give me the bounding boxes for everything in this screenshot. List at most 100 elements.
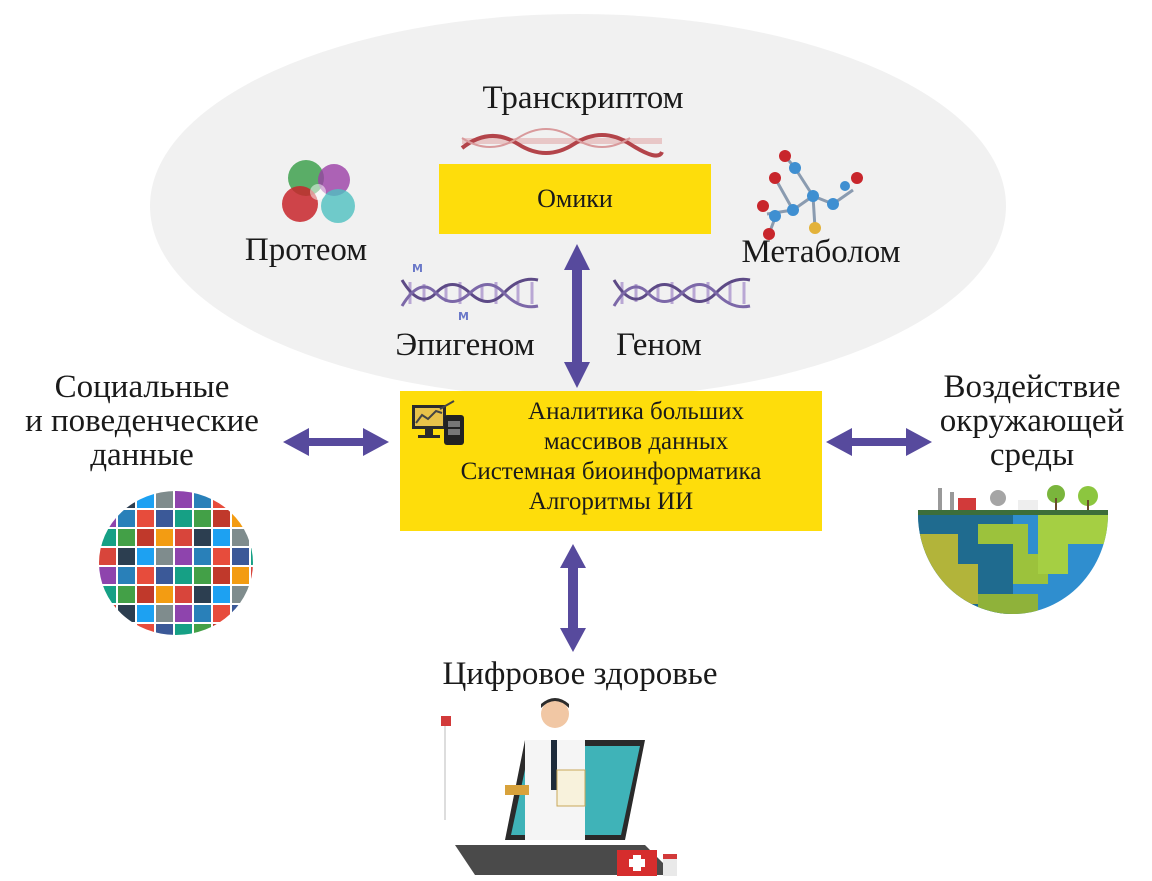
central-line-3: Системная биоинформатика	[460, 458, 762, 485]
social-app-tile	[156, 548, 173, 565]
social-app-tile	[232, 529, 249, 546]
social-app-tile	[232, 624, 249, 635]
social-app-tile	[175, 491, 192, 508]
social-app-tile	[213, 624, 230, 635]
social-app-tile	[194, 529, 211, 546]
social-app-tile	[213, 491, 230, 508]
social-app-tile	[251, 567, 253, 584]
environment-line-2: окружающей	[939, 403, 1125, 439]
social-app-tile	[194, 548, 211, 565]
social-app-tile	[251, 624, 253, 635]
social-behavioral-label: Социальные и поведенческие данные	[4, 370, 280, 472]
social-app-tile	[99, 586, 116, 603]
social-app-tile	[194, 605, 211, 622]
social-app-tile	[232, 548, 249, 565]
social-app-tile	[194, 491, 211, 508]
social-app-tile	[194, 510, 211, 527]
central-box-text: Аналитика больших массивов данных Систем…	[400, 397, 822, 517]
social-app-tile	[137, 586, 154, 603]
rna-strand-icon	[460, 128, 664, 158]
social-app-tile	[137, 624, 154, 635]
social-app-tile	[118, 605, 135, 622]
social-line-3: данные	[90, 437, 194, 473]
social-line-2: и поведенческие	[25, 403, 259, 439]
social-app-tile	[99, 510, 116, 527]
social-app-tile	[156, 624, 173, 635]
social-app-tile	[99, 624, 116, 635]
arrow-social-central	[283, 428, 389, 456]
protein-structure-icon	[282, 160, 355, 223]
environment-line-1: Воздействие	[943, 369, 1121, 405]
social-app-tile	[251, 605, 253, 622]
social-app-tile	[99, 567, 116, 584]
proteome-label: Протеом	[244, 232, 368, 268]
social-app-tile	[194, 567, 211, 584]
social-app-tile	[175, 567, 192, 584]
central-line-2: массивов данных	[543, 428, 729, 455]
social-app-tile	[175, 624, 192, 635]
social-app-tile	[99, 491, 116, 508]
dna-helix-icon	[612, 277, 751, 309]
social-app-tile	[156, 510, 173, 527]
telemedicine-doctor-icon	[441, 698, 677, 876]
social-app-tile	[156, 605, 173, 622]
social-app-tile	[118, 548, 135, 565]
molecule-icon	[757, 150, 863, 240]
svg-text:M: M	[458, 310, 469, 323]
arrow-central-environment	[826, 428, 932, 456]
social-app-tile	[156, 586, 173, 603]
social-app-tile	[213, 586, 230, 603]
social-app-tile	[118, 624, 135, 635]
social-app-tile	[118, 491, 135, 508]
digital-health-label: Цифровое здоровье	[442, 656, 718, 692]
metabolome-label: Метаболом	[741, 234, 901, 270]
social-app-tile	[99, 529, 116, 546]
social-app-tile	[232, 567, 249, 584]
social-app-tile	[213, 510, 230, 527]
social-app-tile	[175, 586, 192, 603]
social-app-tile	[137, 510, 154, 527]
genome-label: Геном	[616, 327, 702, 363]
omics-box: Омики	[439, 164, 711, 234]
social-app-tile	[175, 510, 192, 527]
environment-earth-icon	[918, 485, 1108, 614]
social-line-1: Социальные	[54, 369, 230, 405]
social-app-tile	[232, 586, 249, 603]
social-app-tile	[137, 529, 154, 546]
social-app-tile	[175, 548, 192, 565]
social-app-tile	[175, 605, 192, 622]
transcriptome-label: Транскриптом	[482, 80, 684, 116]
social-app-tile	[156, 491, 173, 508]
omics-box-label: Омики	[537, 184, 613, 213]
social-app-tile	[213, 605, 230, 622]
social-app-tile	[156, 529, 173, 546]
social-app-tile	[118, 567, 135, 584]
social-media-globe-icon	[99, 491, 253, 635]
arrow-omics-central	[564, 244, 590, 388]
central-line-4: Алгоритмы ИИ	[528, 488, 694, 515]
social-app-tile	[251, 510, 253, 527]
analytics-computer-icon	[412, 400, 464, 445]
social-app-tile	[118, 586, 135, 603]
social-app-tile	[137, 605, 154, 622]
social-app-tile	[118, 510, 135, 527]
social-app-tile	[137, 567, 154, 584]
social-app-tile	[137, 548, 154, 565]
arrow-central-digital-health	[560, 544, 586, 652]
environment-line-3: среды	[989, 437, 1075, 473]
environment-label: Воздействие окружающей среды	[914, 370, 1150, 472]
social-app-tile	[251, 548, 253, 565]
social-app-tile	[213, 567, 230, 584]
social-app-tile	[194, 624, 211, 635]
methylated-dna-icon: M M	[400, 262, 539, 323]
social-app-tile	[213, 529, 230, 546]
svg-text:M: M	[412, 262, 423, 275]
social-app-tile	[251, 586, 253, 603]
social-app-tile	[232, 605, 249, 622]
social-app-tile	[213, 548, 230, 565]
central-line-1: Аналитика больших	[528, 398, 744, 425]
social-app-tile	[175, 529, 192, 546]
social-app-tile	[137, 491, 154, 508]
central-analytics-box: Аналитика больших массивов данных Систем…	[400, 391, 822, 531]
social-app-tile	[99, 605, 116, 622]
